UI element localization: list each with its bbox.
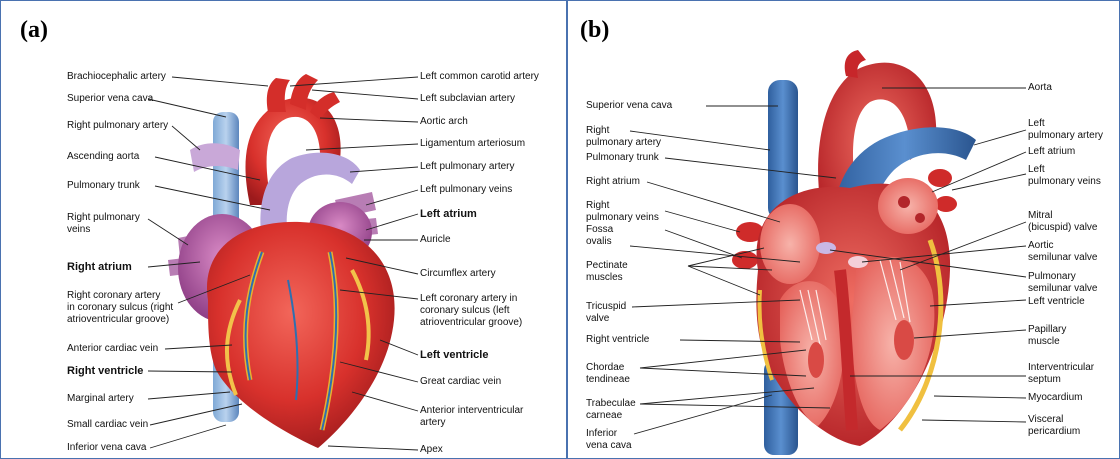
- label-right-ventricle: Right ventricle: [67, 365, 143, 377]
- label-b-trabeculae-carneae: Trabeculae carneae: [586, 398, 636, 422]
- label-great-cardiac-vein: Great cardiac vein: [420, 376, 501, 388]
- label-inferior-vena-cava: Inferior vena cava: [67, 442, 147, 454]
- label-b-right-pulmonary-veins: Right pulmonary veins: [586, 200, 659, 224]
- label-b-right-ventricle: Right ventricle: [586, 334, 649, 346]
- label-ligamentum-arteriosum: Ligamentum arteriosum: [420, 138, 525, 150]
- label-left-subclavian-artery: Left subclavian artery: [420, 93, 515, 105]
- label-b-inferior-vena-cava: Inferior vena cava: [586, 428, 632, 452]
- label-small-cardiac-vein: Small cardiac vein: [67, 419, 148, 431]
- label-left-pulmonary-artery: Left pulmonary artery: [420, 161, 515, 173]
- label-b-fossa-ovalis: Fossa ovalis: [586, 224, 613, 248]
- label-b-right-atrium: Right atrium: [586, 176, 640, 188]
- label-b-right-pulmonary-artery: Right pulmonary artery: [586, 125, 661, 149]
- label-b-left-atrium: Left atrium: [1028, 146, 1075, 158]
- label-right-pulmonary-artery: Right pulmonary artery: [67, 120, 168, 132]
- label-b-left-pulmonary-veins: Left pulmonary veins: [1028, 164, 1101, 188]
- label-left-common-carotid-artery: Left common carotid artery: [420, 71, 539, 83]
- label-ascending-aorta: Ascending aorta: [67, 151, 139, 163]
- label-left-pulmonary-veins: Left pulmonary veins: [420, 184, 512, 196]
- label-left-ventricle: Left ventricle: [420, 349, 488, 361]
- label-left-atrium: Left atrium: [420, 208, 477, 220]
- label-b-aorta: Aorta: [1028, 82, 1052, 94]
- label-anterior-interventricular-artery: Anterior interventricular artery: [420, 405, 523, 429]
- label-b-aortic-semilunar-valve: Aortic semilunar valve: [1028, 240, 1097, 264]
- internal-heart-drawing: [732, 50, 976, 455]
- label-right-atrium: Right atrium: [67, 261, 132, 273]
- label-marginal-artery: Marginal artery: [67, 393, 134, 405]
- label-b-superior-vena-cava: Superior vena cava: [586, 100, 672, 112]
- label-auricle: Auricle: [420, 234, 451, 246]
- label-b-myocardium: Myocardium: [1028, 392, 1082, 404]
- label-anterior-cardiac-vein: Anterior cardiac vein: [67, 343, 158, 355]
- label-b-left-pulmonary-artery: Left pulmonary artery: [1028, 118, 1103, 142]
- label-aortic-arch: Aortic arch: [420, 116, 468, 128]
- label-b-papillary-muscle: Papillary muscle: [1028, 324, 1066, 348]
- label-right-coronary-artery: Right coronary artery in coronary sulcus…: [67, 290, 173, 326]
- label-b-interventricular-septum: Interventricular septum: [1028, 362, 1094, 386]
- label-left-coronary-artery: Left coronary artery in coronary sulcus …: [420, 293, 522, 329]
- label-b-chordae-tendineae: Chordae tendineae: [586, 362, 630, 386]
- label-b-visceral-pericardium: Visceral pericardium: [1028, 414, 1080, 438]
- label-apex: Apex: [420, 444, 443, 456]
- label-b-tricuspid-valve: Tricuspid valve: [586, 301, 626, 325]
- label-b-pulmonary-semilunar-valve: Pulmonary semilunar valve: [1028, 271, 1097, 295]
- label-brachiocephalic-artery: Brachiocephalic artery: [67, 71, 166, 83]
- label-b-mitral-valve: Mitral (bicuspid) valve: [1028, 210, 1097, 234]
- label-b-left-ventricle: Left ventricle: [1028, 296, 1085, 308]
- label-circumflex-artery: Circumflex artery: [420, 268, 496, 280]
- label-b-pulmonary-trunk: Pulmonary trunk: [586, 152, 659, 164]
- label-superior-vena-cava: Superior vena cava: [67, 93, 153, 105]
- label-right-pulmonary-veins: Right pulmonary veins: [67, 212, 140, 236]
- label-b-pectinate-muscles: Pectinate muscles: [586, 260, 628, 284]
- label-pulmonary-trunk: Pulmonary trunk: [67, 180, 140, 192]
